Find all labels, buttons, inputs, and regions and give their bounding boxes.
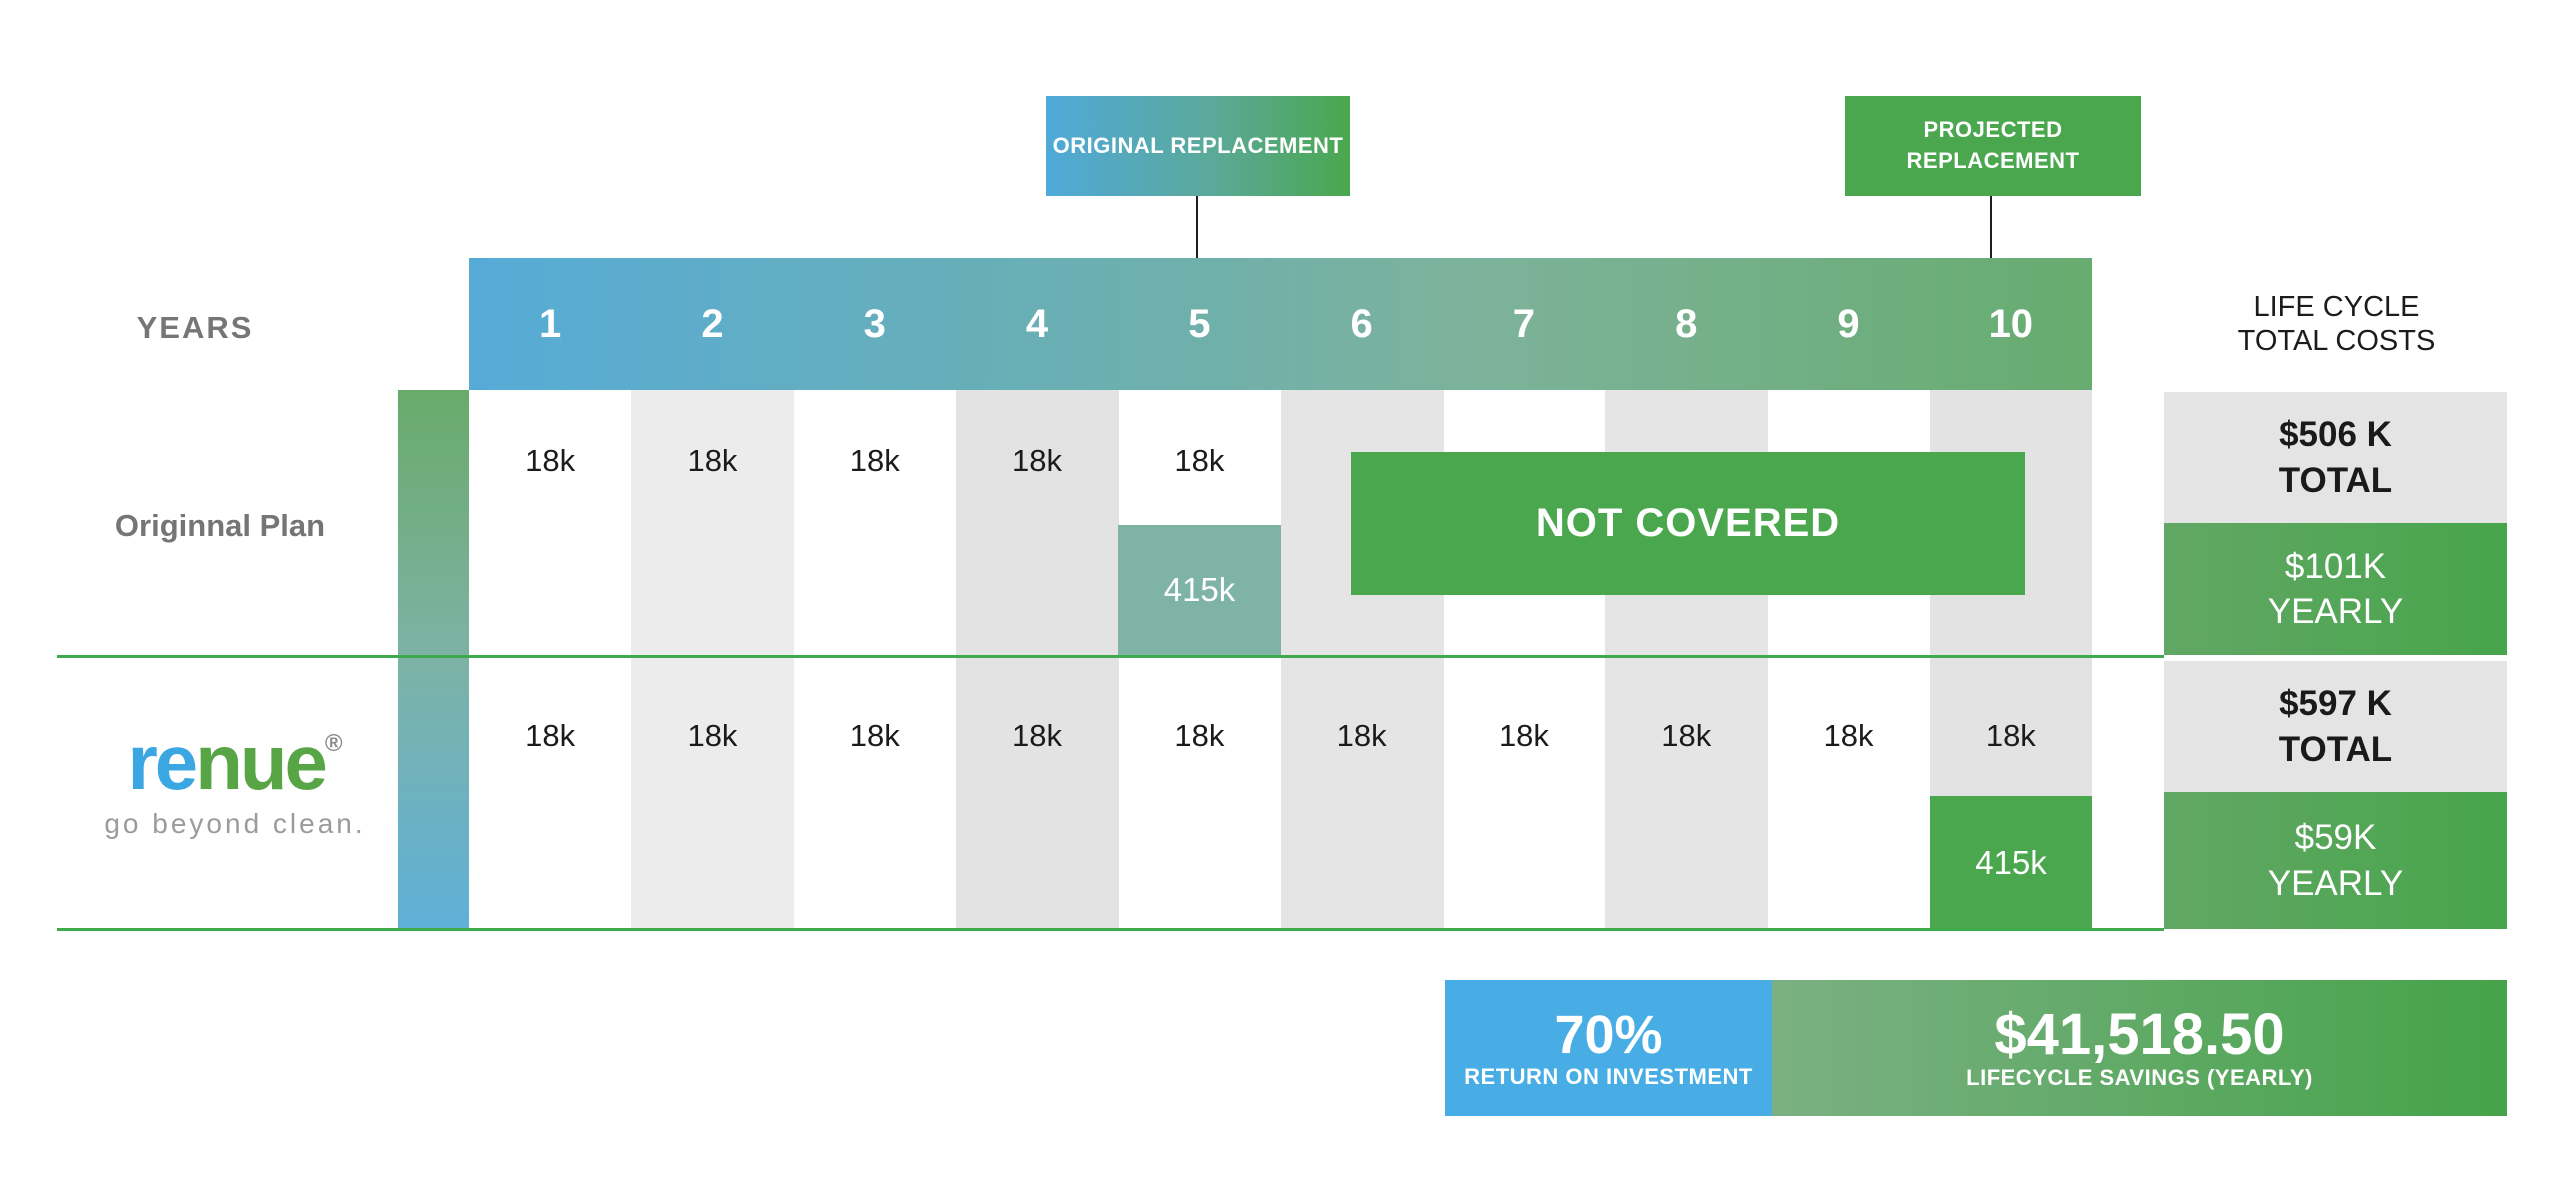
lifecycle-header-line1: LIFE CYCLE xyxy=(2253,291,2420,323)
renue-cost-year-9: 18k xyxy=(1823,718,1874,753)
original-plan-yearly-label: YEARLY xyxy=(2267,592,2404,631)
projected-replacement-label-line1: PROJECTED xyxy=(1923,117,2063,143)
registered-trademark-icon: ® xyxy=(324,730,343,757)
renue-logo-re: re xyxy=(127,718,198,806)
year-tick-10: 10 xyxy=(1988,301,2034,346)
year-tick-6: 6 xyxy=(1350,301,1373,346)
original-plan-cost-year-1: 18k xyxy=(525,443,576,478)
original-plan-yearly-box: $101K YEARLY xyxy=(2164,523,2507,655)
renue-logo: renue® go beyond clean. xyxy=(70,721,400,840)
year-tick-5: 5 xyxy=(1188,301,1211,346)
original-plan-total-label: TOTAL xyxy=(2278,460,2393,500)
lifecycle-total-costs-header: LIFE CYCLE TOTAL COSTS xyxy=(2194,290,2479,358)
original-replacement-label: ORIGINAL REPLACEMENT xyxy=(1052,132,1344,158)
renue-replacement-cell: 415k xyxy=(1930,796,2092,929)
renue-cost-year-4: 18k xyxy=(1012,718,1063,753)
renue-cost-year-10: 18k xyxy=(1985,718,2036,753)
projected-replacement-callout: PROJECTED REPLACEMENT xyxy=(1845,96,2141,196)
year-tick-9: 9 xyxy=(1837,301,1860,346)
savings-value: $41,518.50 xyxy=(1994,1001,2285,1067)
roi-label: RETURN ON INVESTMENT xyxy=(1464,1064,1753,1090)
row-separator-line-2 xyxy=(57,928,2164,931)
year-column-shade-2 xyxy=(631,390,794,929)
renue-yearly-box: $59K YEARLY xyxy=(2164,792,2507,929)
original-replacement-callout: ORIGINAL REPLACEMENT xyxy=(1046,96,1350,196)
years-axis-label: YEARS xyxy=(136,310,254,345)
original-plan-cost-year-2: 18k xyxy=(687,443,738,478)
original-plan-total-value: $506 K xyxy=(2279,415,2392,454)
year-tick-3: 3 xyxy=(863,301,886,346)
years-header-bar: 1 2 3 4 5 6 7 8 9 10 xyxy=(469,258,2092,390)
row-separator-line-1 xyxy=(57,655,2164,658)
renue-total-label: TOTAL xyxy=(2278,729,2393,769)
renue-cost-year-2: 18k xyxy=(687,718,738,753)
roi-summary-box: 70% RETURN ON INVESTMENT xyxy=(1445,980,1772,1116)
original-plan-cost-year-3: 18k xyxy=(849,443,900,478)
renue-cost-year-6: 18k xyxy=(1336,718,1387,753)
row-label-original-plan: Originnal Plan xyxy=(114,508,326,543)
original-plan-cost-year-4: 18k xyxy=(1012,443,1063,478)
lifecycle-header-line2: TOTAL COSTS xyxy=(2237,325,2436,358)
renue-logo-nue: nue xyxy=(195,718,328,806)
year-tick-2: 2 xyxy=(701,301,724,346)
renue-total-box: $597 K TOTAL xyxy=(2164,661,2507,792)
left-gradient-column xyxy=(398,390,469,929)
renue-yearly-value: $59K xyxy=(2294,818,2377,857)
original-replacement-connector-line xyxy=(1196,196,1198,258)
renue-cost-year-5: 18k xyxy=(1174,718,1225,753)
projected-replacement-connector-line xyxy=(1990,196,1992,258)
original-plan-values-row: 18k 18k 18k 18k 18k xyxy=(469,443,2092,479)
renue-cost-year-7: 18k xyxy=(1498,718,1549,753)
year-tick-8: 8 xyxy=(1675,301,1698,346)
renue-yearly-label: YEARLY xyxy=(2267,863,2404,903)
savings-summary-box: $41,518.50 LIFECYCLE SAVINGS (YEARLY) xyxy=(1772,980,2507,1116)
roi-value: 70% xyxy=(1554,1004,1663,1065)
year-tick-1: 1 xyxy=(539,301,562,346)
projected-replacement-label-line2: REPLACEMENT xyxy=(1906,148,2080,173)
year-tick-7: 7 xyxy=(1512,301,1536,346)
renue-logo-tagline: go beyond clean. xyxy=(104,807,366,839)
renue-cost-year-8: 18k xyxy=(1661,718,1712,753)
original-plan-cost-year-5: 18k xyxy=(1174,443,1225,478)
not-covered-banner: NOT COVERED xyxy=(1351,452,2025,595)
renue-cost-year-1: 18k xyxy=(525,718,576,753)
year-column-shade-4 xyxy=(956,390,1119,929)
renue-values-row: 18k 18k 18k 18k 18k 18k 18k 18k 18k 18k xyxy=(469,718,2092,754)
original-plan-replacement-cell: 415k xyxy=(1118,525,1281,655)
original-plan-yearly-value: $101K xyxy=(2284,546,2387,586)
renue-cost-year-3: 18k xyxy=(849,718,900,753)
year-tick-4: 4 xyxy=(1025,301,1049,346)
renue-logo-wordmark: renue® xyxy=(70,721,400,804)
renue-total-value: $597 K xyxy=(2279,684,2392,723)
savings-label: LIFECYCLE SAVINGS (YEARLY) xyxy=(1966,1065,2313,1091)
original-plan-total-box: $506 K TOTAL xyxy=(2164,392,2507,523)
